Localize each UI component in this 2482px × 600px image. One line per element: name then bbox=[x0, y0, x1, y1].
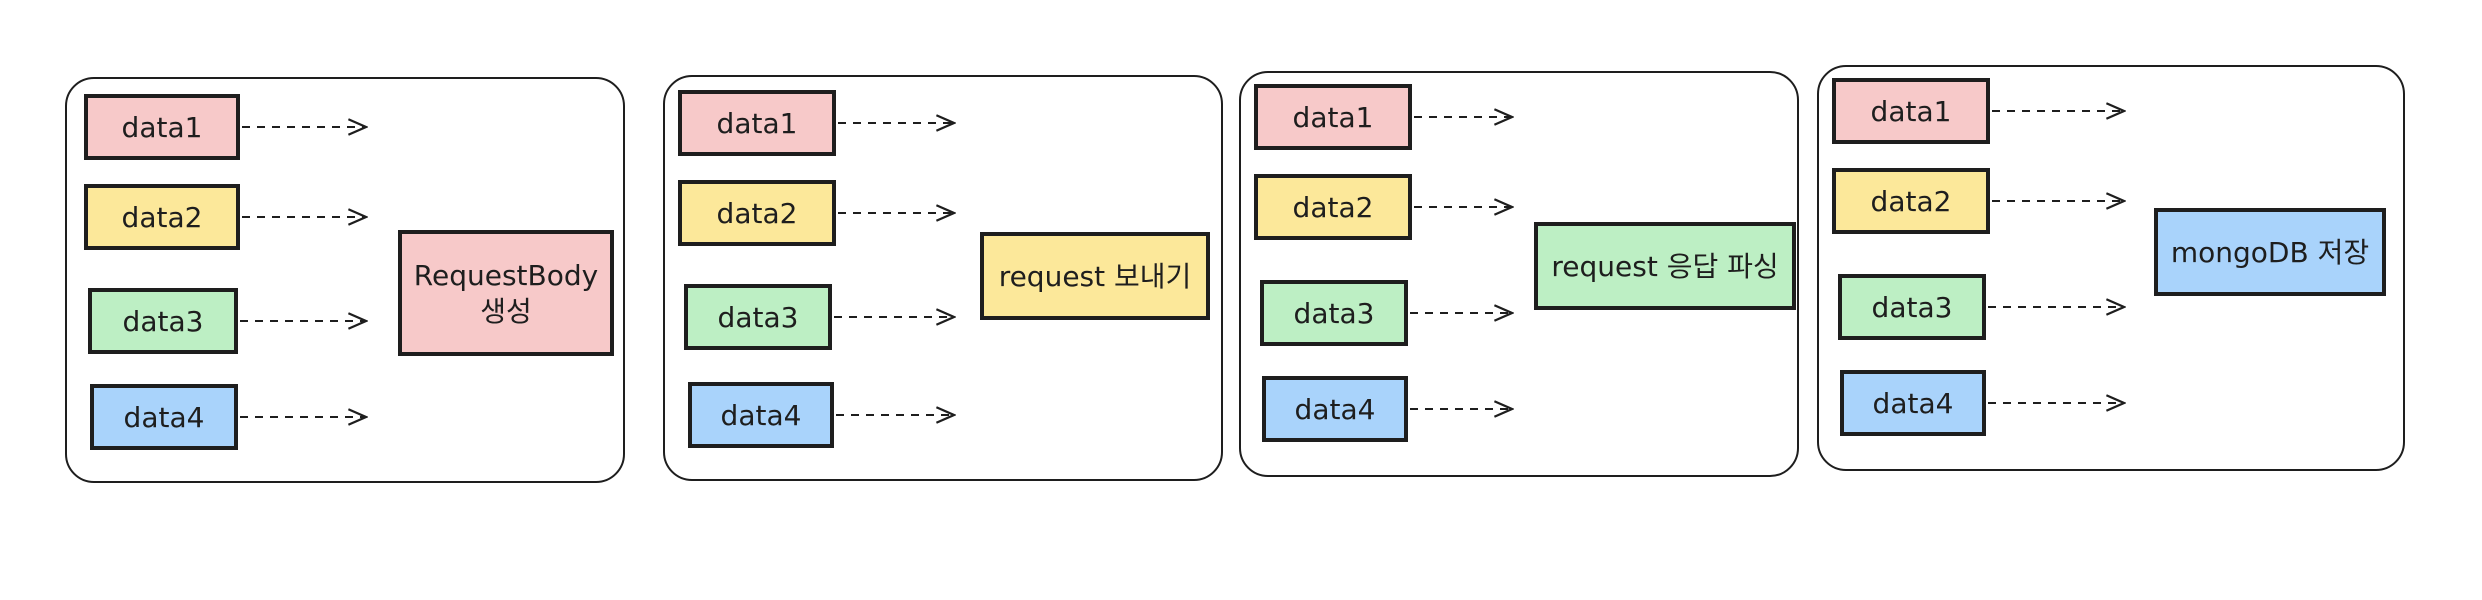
input-node-data3: data3 bbox=[1260, 280, 1408, 346]
input-node-data2: data2 bbox=[84, 184, 240, 250]
input-node-label: data4 bbox=[1295, 393, 1376, 426]
input-node-box bbox=[88, 288, 238, 354]
output-node: mongoDB 저장 bbox=[2154, 208, 2386, 296]
input-node-label: data3 bbox=[1294, 297, 1375, 330]
input-node-box bbox=[1254, 174, 1412, 240]
input-node-data3: data3 bbox=[684, 284, 832, 350]
panel-frame bbox=[1817, 65, 2405, 471]
input-node-box bbox=[1832, 78, 1990, 144]
input-node-data2: data2 bbox=[1832, 168, 1990, 234]
input-node-label: data3 bbox=[123, 305, 204, 338]
input-node-data1: data1 bbox=[1832, 78, 1990, 144]
input-node-label: data2 bbox=[1293, 191, 1374, 224]
output-node-box bbox=[2154, 208, 2386, 296]
input-node-box bbox=[84, 94, 240, 160]
input-node-data3: data3 bbox=[1838, 274, 1986, 340]
input-node-data3: data3 bbox=[88, 288, 238, 354]
input-node-label: data3 bbox=[1872, 291, 1953, 324]
input-node-box bbox=[1832, 168, 1990, 234]
input-node-data2: data2 bbox=[1254, 174, 1412, 240]
input-node-box bbox=[84, 184, 240, 250]
input-node-label: data4 bbox=[721, 399, 802, 432]
input-node-box bbox=[1254, 84, 1412, 150]
output-node-label: mongoDB 저장 bbox=[2171, 236, 2369, 269]
input-node-label: data3 bbox=[718, 301, 799, 334]
input-node-label: data4 bbox=[1873, 387, 1954, 420]
panel-frame bbox=[1239, 71, 1799, 477]
output-node-label: request 보내기 bbox=[999, 260, 1192, 293]
input-node-data4: data4 bbox=[688, 382, 834, 448]
input-node-label: data1 bbox=[1293, 101, 1374, 134]
input-node-box bbox=[678, 90, 836, 156]
output-node-label: request 응답 파싱 bbox=[1551, 250, 1778, 283]
input-node-label: data2 bbox=[122, 201, 203, 234]
input-node-label: data1 bbox=[1871, 95, 1952, 128]
input-node-label: data4 bbox=[124, 401, 205, 434]
input-node-box bbox=[1260, 280, 1408, 346]
output-node-box bbox=[1534, 222, 1796, 310]
input-node-data1: data1 bbox=[84, 94, 240, 160]
input-node-label: data1 bbox=[717, 107, 798, 140]
output-node: request 보내기 bbox=[980, 232, 1210, 320]
input-node-label: data2 bbox=[717, 197, 798, 230]
input-node-data2: data2 bbox=[678, 180, 836, 246]
input-node-box bbox=[678, 180, 836, 246]
input-node-box bbox=[688, 382, 834, 448]
stage-panel-4: data1 data2 data3 data4 mongoDB 저장 bbox=[1817, 65, 2405, 471]
input-node-data4: data4 bbox=[90, 384, 238, 450]
input-node-box bbox=[684, 284, 832, 350]
input-node-box bbox=[1838, 274, 1986, 340]
stage-panel-2: data1 data2 data3 data4 request 보내기 bbox=[663, 75, 1223, 481]
input-node-box bbox=[1840, 370, 1986, 436]
output-node: request 응답 파싱 bbox=[1534, 222, 1796, 310]
input-node-label: data1 bbox=[122, 111, 203, 144]
panel-frame bbox=[663, 75, 1223, 481]
input-node-data4: data4 bbox=[1262, 376, 1408, 442]
input-node-data1: data1 bbox=[1254, 84, 1412, 150]
output-node-label: 생성 bbox=[480, 295, 532, 328]
input-node-box bbox=[1262, 376, 1408, 442]
panel-frame bbox=[65, 77, 625, 483]
input-node-data4: data4 bbox=[1840, 370, 1986, 436]
input-node-data1: data1 bbox=[678, 90, 836, 156]
input-node-box bbox=[90, 384, 238, 450]
output-node-label: RequestBody bbox=[414, 259, 598, 292]
input-node-label: data2 bbox=[1871, 185, 1952, 218]
output-node-box bbox=[980, 232, 1210, 320]
stage-panel-3: data1 data2 data3 data4 request 응답 파싱 bbox=[1239, 71, 1799, 477]
output-node-box bbox=[398, 230, 614, 356]
